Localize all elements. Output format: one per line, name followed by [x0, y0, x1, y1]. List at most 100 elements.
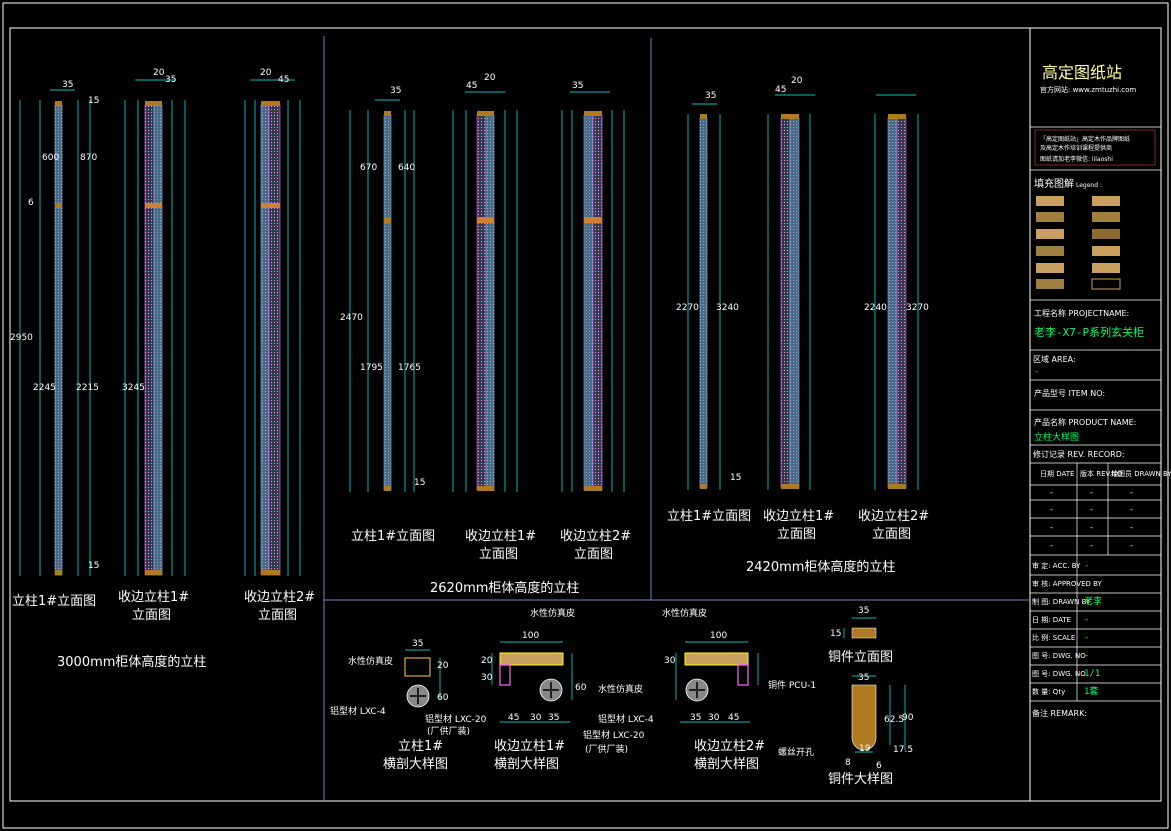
s3-sub: 横剖大样图	[694, 757, 759, 772]
svg-text:20: 20	[481, 656, 493, 666]
section-s2	[491, 641, 573, 723]
svg-text:100: 100	[710, 631, 727, 641]
svg-text:2215: 2215	[76, 383, 99, 393]
svg-text:35: 35	[572, 81, 583, 91]
svg-text:62.5: 62.5	[884, 715, 904, 725]
s1-label: 立柱1#	[398, 739, 443, 754]
g2420-view1-label: 立柱1#立面图	[667, 509, 751, 524]
s1-factory-note: (厂供厂装)	[427, 725, 470, 737]
svg-text:35: 35	[858, 673, 869, 683]
svg-text:20: 20	[484, 73, 496, 83]
svg-text:产品名称 PRODUCT NAME:: 产品名称 PRODUCT NAME:	[1034, 417, 1136, 427]
svg-text:-: -	[1084, 651, 1089, 661]
svg-text:35: 35	[548, 713, 559, 723]
svg-text:2950: 2950	[10, 333, 33, 343]
svg-text:及高定木作培训课程提供商: 及高定木作培训课程提供商	[1040, 144, 1112, 152]
section-s1	[404, 649, 441, 708]
svg-text:-: -	[1130, 488, 1133, 497]
s1-lxc20-note: 铝型材 LXC-20	[425, 713, 487, 725]
g3000-view1-label: 立柱1#立面图	[12, 594, 96, 609]
g2620-caption: 2620mm柜体高度的立柱	[430, 580, 579, 596]
svg-text:20: 20	[153, 68, 165, 78]
svg-text:2245: 2245	[33, 383, 56, 393]
svg-text:-: -	[1084, 615, 1089, 625]
g2620-view3-sub: 立面图	[574, 547, 613, 562]
svg-text:45: 45	[728, 713, 739, 723]
svg-text:30: 30	[530, 713, 542, 723]
title-block-frame	[1029, 27, 1162, 802]
s2-lxc4-note: 铝型材 LXC-4	[598, 713, 654, 725]
copper-detail	[851, 675, 906, 753]
s1-leather-note: 水性仿真皮	[348, 655, 393, 667]
brand-title: 高定图纸站	[1042, 63, 1122, 82]
svg-text:60: 60	[575, 683, 587, 693]
svg-text:1/1: 1/1	[1084, 669, 1100, 679]
copper-part-note: 铜件 PCU-1	[768, 679, 816, 691]
svg-text:8: 8	[845, 758, 851, 768]
svg-text:版本 REV.NO: 版本 REV.NO	[1080, 469, 1123, 478]
s2-top-leather-note: 水性仿真皮	[530, 607, 575, 619]
s2-factory-note: (厂供厂装)	[585, 743, 628, 755]
svg-text:2470: 2470	[340, 313, 363, 323]
svg-text:「高定图纸站」高定木作品牌图纸: 「高定图纸站」高定木作品牌图纸	[1040, 135, 1130, 143]
svg-text:2270: 2270	[676, 303, 699, 313]
g2620-view3-label: 收边立柱2#	[560, 529, 631, 544]
svg-text:审 定: ACC. BY: 审 定: ACC. BY	[1032, 561, 1081, 570]
svg-text:工程名称 PROJECTNAME:: 工程名称 PROJECTNAME:	[1034, 308, 1129, 318]
svg-text:15: 15	[730, 473, 741, 483]
copper-detail-label: 铜件大样图	[828, 772, 893, 787]
s1-sub: 横剖大样图	[383, 757, 448, 772]
svg-text:35: 35	[165, 75, 176, 85]
svg-text:15: 15	[830, 629, 841, 639]
copper-elev-label: 铜件立面图	[828, 650, 893, 665]
svg-text:-: -	[1050, 541, 1053, 550]
svg-text:35: 35	[390, 86, 401, 96]
svg-text:670: 670	[360, 163, 377, 173]
svg-text:-: -	[1130, 541, 1133, 550]
legend-title: 填充图解	[1034, 177, 1074, 190]
svg-text:1765: 1765	[398, 363, 421, 373]
s2-sub: 横剖大样图	[494, 757, 559, 772]
svg-text:审 核: APPROVED BY: 审 核: APPROVED BY	[1032, 579, 1103, 588]
svg-text:6: 6	[28, 198, 34, 208]
svg-text:-: -	[1090, 541, 1093, 550]
svg-text:Legend :: Legend :	[1076, 182, 1102, 189]
svg-text:3240: 3240	[716, 303, 739, 313]
svg-text:日期 DATE: 日期 DATE	[1040, 470, 1074, 478]
g3000-view3-sub: 立面图	[258, 608, 297, 623]
svg-text:100: 100	[522, 631, 539, 641]
svg-text:-: -	[1084, 579, 1089, 589]
drawn-by: 老李	[1084, 595, 1102, 607]
svg-text:20: 20	[260, 68, 272, 78]
svg-text:-: -	[1090, 488, 1093, 497]
g2420-caption: 2420mm柜体高度的立柱	[746, 559, 895, 575]
svg-text:45: 45	[466, 81, 477, 91]
svg-text:-: -	[1050, 523, 1053, 532]
svg-text:600: 600	[42, 153, 59, 163]
svg-text:45: 45	[775, 85, 786, 95]
s2-leather-note: 水性仿真皮	[598, 683, 643, 695]
svg-text:90: 90	[902, 713, 914, 723]
svg-text:17.5: 17.5	[893, 745, 913, 755]
svg-text:-: -	[1090, 523, 1093, 532]
svg-text:制 图: DRAWN BY: 制 图: DRAWN BY	[1032, 597, 1091, 606]
g2420-view2-sub: 立面图	[777, 527, 816, 542]
svg-text:19: 19	[859, 744, 871, 754]
svg-text:45: 45	[278, 75, 289, 85]
g2620-view2-label: 收边立柱1#	[465, 529, 536, 544]
g2620-view2-sub: 立面图	[479, 547, 518, 562]
svg-text:35: 35	[62, 80, 73, 90]
svg-text:6: 6	[876, 761, 882, 771]
svg-text:35: 35	[690, 713, 701, 723]
svg-text:2240: 2240	[864, 303, 887, 313]
g2620-view1-label: 立柱1#立面图	[351, 529, 435, 544]
group-2620	[349, 91, 625, 492]
svg-text:1套: 1套	[1084, 685, 1098, 697]
svg-text:15: 15	[88, 561, 99, 571]
brand-site: 官方网站: www.zmtuzhi.com	[1040, 85, 1136, 94]
g3000-caption: 3000mm柜体高度的立柱	[57, 654, 206, 670]
svg-text:日 期: DATE: 日 期: DATE	[1032, 616, 1071, 624]
svg-text:870: 870	[80, 153, 97, 163]
